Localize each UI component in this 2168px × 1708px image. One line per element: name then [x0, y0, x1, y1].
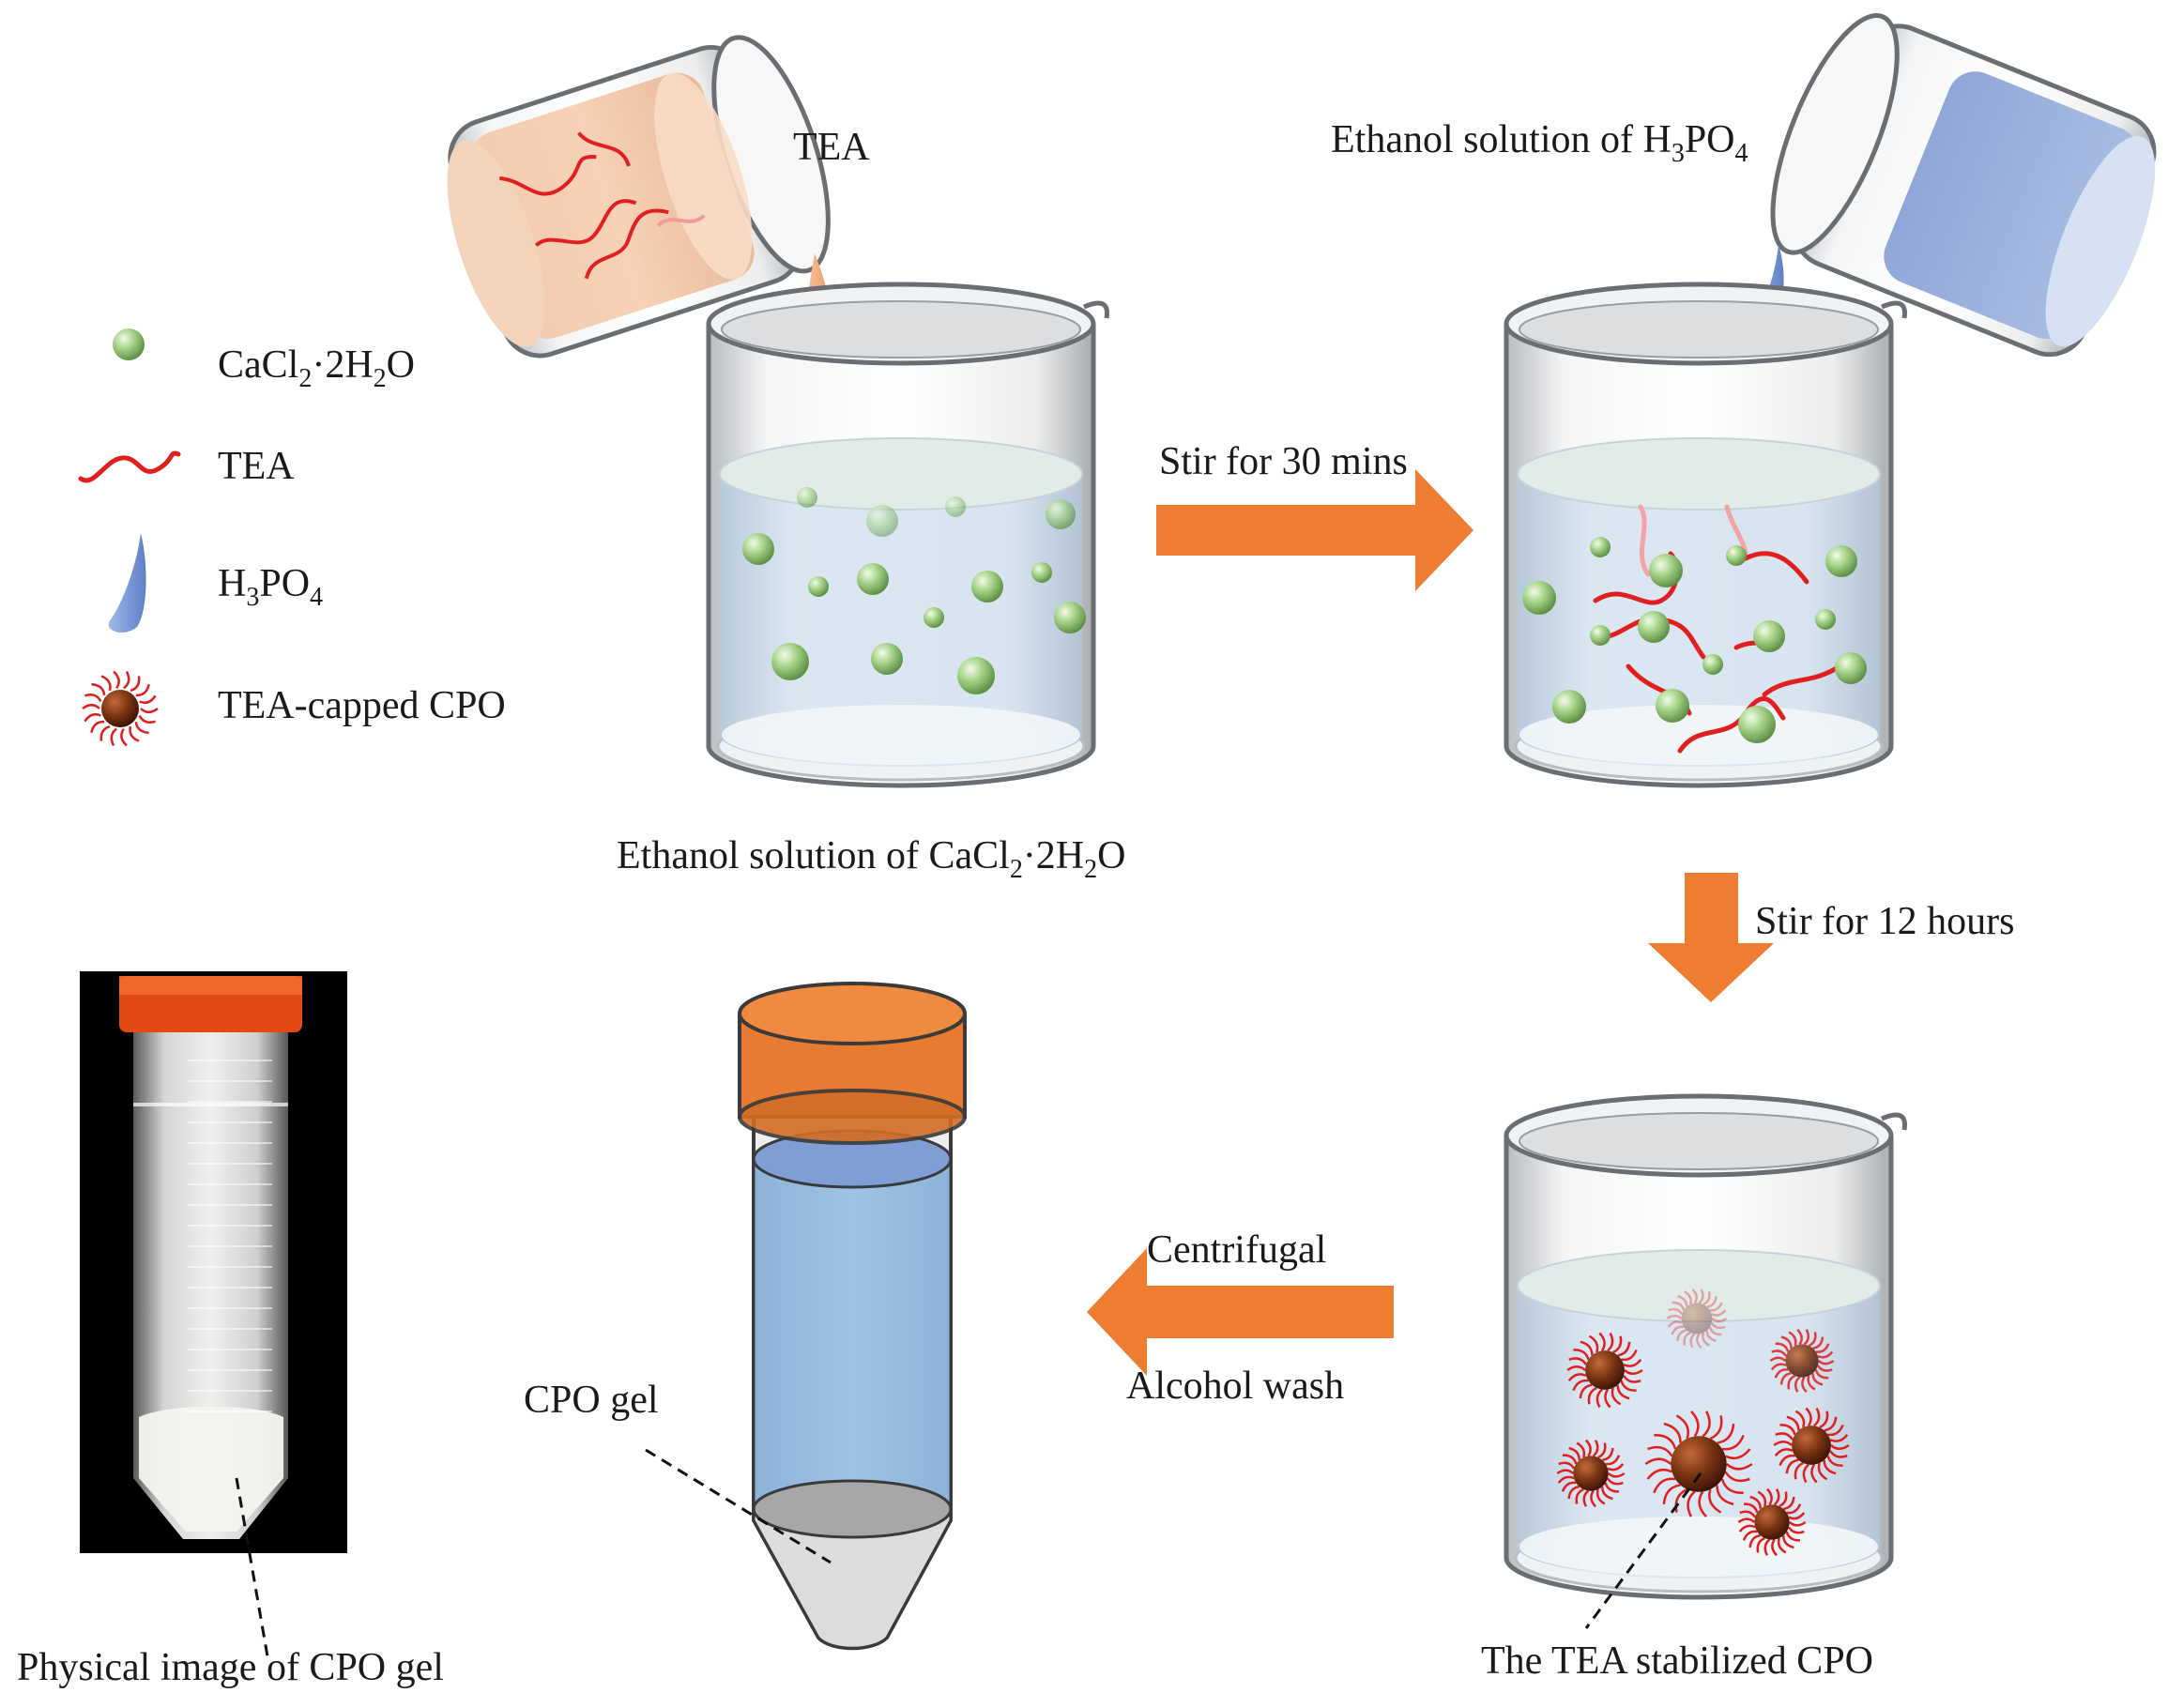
- arrow-stir-30-mins: [1156, 469, 1473, 591]
- legend-h3po4-icon: [108, 533, 146, 633]
- legend-cpo-icon: [82, 670, 159, 747]
- beaker-tea-stabilized-cpo: [1504, 1093, 1907, 1629]
- photo-caption: Physical image of CPO gel: [17, 1646, 444, 1689]
- cpo-leader-line: [1584, 1472, 1702, 1629]
- legend-label-tea: TEA: [218, 445, 295, 488]
- cpo-gel-photo: [80, 971, 347, 1657]
- tea-pouring-beaker: [447, 35, 831, 358]
- legend-label-h3po4: H3PO4: [218, 562, 323, 612]
- alcohol-wash-label: Alcohol wash: [1126, 1365, 1344, 1408]
- legend-label-calcium-chloride: CaCl2·2H2O: [218, 343, 415, 393]
- legend-tea-icon: [78, 450, 181, 483]
- arrow-stir-12-hours: [1648, 873, 1774, 1002]
- photo-leader-line: [235, 1477, 269, 1657]
- h3po4-pouring-beaker: [1770, 12, 2157, 358]
- legend: CaCl2·2H2O TEA H3PO4 TEA-capped CPO: [78, 328, 506, 747]
- legend-label-tea-capped-cpo: TEA-capped CPO: [218, 684, 506, 727]
- gel-label: CPO gel: [524, 1379, 659, 1422]
- centrifugal-label: Centrifugal: [1147, 1228, 1326, 1272]
- stir-30-mins-label: Stir for 30 mins: [1159, 440, 1408, 483]
- arrow-centrifugal: [1087, 1248, 1394, 1376]
- legend-particle-icon: [113, 328, 145, 360]
- centrifuge-tube-diagram: [645, 982, 967, 1651]
- beaker3-caption: The TEA stabilized CPO: [1481, 1639, 1873, 1683]
- beaker1-caption: Ethanol solution of CaCl2·2H2O: [617, 834, 1125, 884]
- beaker-calcium-chloride: [706, 282, 1109, 788]
- h3po4-pour-label: Ethanol solution of H3PO4: [1331, 118, 1748, 168]
- stir-12-hours-label: Stir for 12 hours: [1755, 900, 2015, 943]
- tea-pour-label: TEA: [793, 126, 870, 169]
- beaker-with-tea: [1504, 282, 1907, 788]
